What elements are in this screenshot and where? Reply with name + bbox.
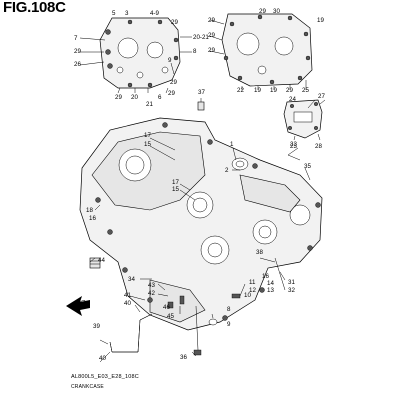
part-name: CRANKCASE xyxy=(71,384,104,390)
callout-40a: 40 xyxy=(124,300,131,307)
leader-lines xyxy=(79,19,326,363)
callout-5a: 5 xyxy=(112,10,116,17)
callout-34: 34 xyxy=(128,276,135,283)
callout-6: 6 xyxy=(158,94,162,101)
callout-19b: 19 xyxy=(254,87,261,94)
callout-16a: 16 xyxy=(89,215,96,222)
callout-29h: 29 xyxy=(208,32,215,39)
loose-parts xyxy=(89,101,301,356)
callout-21: 21 xyxy=(146,101,153,108)
callout-29d: 29 xyxy=(115,94,122,101)
callout-labels: 5 3 4-9 29 7 20-21 29 8 26 9 29 29 20 21… xyxy=(74,8,325,362)
callout-42: 42 xyxy=(148,290,155,297)
callout-30: 30 xyxy=(273,8,280,15)
callout-35: 35 xyxy=(304,163,311,170)
callout-29e: 29 xyxy=(168,90,175,97)
callout-43: 43 xyxy=(148,282,155,289)
document-code: AL800L5_E03_E28_108C xyxy=(71,374,139,380)
callout-20-21: 20-21 xyxy=(193,34,209,41)
callout-23: 23 xyxy=(290,143,297,150)
callout-3a: 3 xyxy=(125,10,129,17)
main-crankcase xyxy=(79,117,323,331)
callout-46: 46 xyxy=(163,304,170,311)
callout-31: 31 xyxy=(288,279,295,286)
callout-9b: 9 xyxy=(227,321,231,328)
figure-title: FIG.108C xyxy=(3,0,66,16)
callout-33: 33 xyxy=(290,141,297,148)
callout-22: 22 xyxy=(237,87,244,94)
callout-24: 24 xyxy=(289,96,296,103)
callout-44: 44 xyxy=(98,257,105,264)
callout-32: 32 xyxy=(288,287,295,294)
callout-29j: 29 xyxy=(286,87,293,94)
callout-1: 1 xyxy=(230,141,234,148)
callout-15b: 15 xyxy=(172,186,179,193)
callout-17a: 17 xyxy=(144,132,151,139)
callout-16b: 16 xyxy=(262,273,269,280)
callout-7: 7 xyxy=(74,35,78,42)
callout-8b: 8 xyxy=(227,306,231,313)
callout-29c: 29 xyxy=(170,79,177,86)
callout-40b: 40 xyxy=(99,355,106,362)
callout-29a: 29 xyxy=(171,19,178,26)
callout-11: 11 xyxy=(249,279,256,286)
callout-17b: 17 xyxy=(172,179,179,186)
callout-41: 41 xyxy=(124,292,131,299)
callout-8a: 8 xyxy=(193,48,197,55)
callout-20: 20 xyxy=(131,94,138,101)
callout-29b: 29 xyxy=(74,48,81,55)
fwd-arrow-icon: FWD xyxy=(66,296,90,316)
callout-18: 18 xyxy=(86,207,93,214)
callout-29i: 29 xyxy=(208,47,215,54)
callout-25: 25 xyxy=(302,87,309,94)
callout-37: 37 xyxy=(198,89,205,96)
callout-14: 14 xyxy=(267,280,274,287)
callout-2: 2 xyxy=(225,167,229,174)
inset-left-case xyxy=(99,17,181,89)
inset-right-case xyxy=(221,13,313,87)
callout-19a: 19 xyxy=(317,17,324,24)
callout-39: 39 xyxy=(93,323,100,330)
callout-9: 9 xyxy=(168,57,172,64)
side-cover xyxy=(283,99,323,139)
callout-15a: 15 xyxy=(144,141,151,148)
callout-13: 13 xyxy=(267,287,274,294)
callout-45: 45 xyxy=(167,313,174,320)
callout-29f: 29 xyxy=(259,8,266,15)
callout-29g: 29 xyxy=(208,17,215,24)
callout-28: 28 xyxy=(315,143,322,150)
callout-27: 27 xyxy=(318,93,325,100)
callout-38: 38 xyxy=(256,249,263,256)
callout-4-9: 4-9 xyxy=(150,10,160,17)
callout-36: 36 xyxy=(180,354,187,361)
callout-12: 12 xyxy=(249,287,256,294)
callout-19c: 19 xyxy=(270,87,277,94)
callout-10: 10 xyxy=(244,292,251,299)
callout-26: 26 xyxy=(74,61,81,68)
